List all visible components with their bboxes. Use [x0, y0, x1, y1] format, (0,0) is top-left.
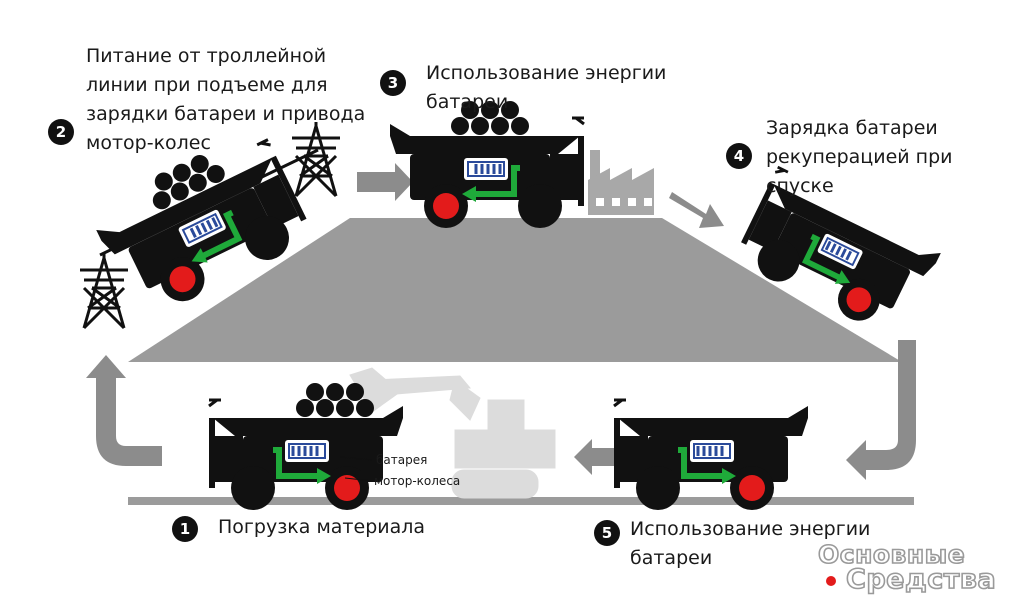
excavator-icon: [349, 367, 556, 499]
haul-truck-icon: [614, 400, 808, 510]
step-5-label: Использование энергии батареи: [630, 518, 871, 569]
step-1-badge: 1: [172, 516, 198, 542]
step-3-label: Использование энергии батареи: [426, 62, 667, 113]
step-2-badge: 2: [48, 119, 74, 145]
battery-callout: батарея: [376, 453, 428, 467]
haul-truck-icon: [390, 101, 584, 228]
factory-icon: [588, 150, 654, 215]
haul-hill: [128, 218, 902, 362]
ground-line: [128, 497, 914, 505]
wheel-motor-callout-line: [344, 477, 373, 482]
step-4-badge: 4: [726, 143, 752, 169]
wheel-motors-callout: мотор-колеса: [374, 474, 461, 488]
logo-line-1: Основные: [817, 539, 966, 570]
logo-dot: [826, 576, 836, 586]
arrow-down-left-icon: [846, 340, 916, 480]
arrow-up-icon: [86, 355, 162, 466]
step-2-label: Питание от троллейной линии при подъеме …: [86, 45, 366, 154]
logo-line-2: Средства: [845, 563, 997, 596]
step-5-badge: 5: [594, 520, 620, 546]
arrow-right-icon: [357, 163, 413, 201]
battery-callout-line: [339, 456, 373, 461]
step-3-badge: 3: [380, 70, 406, 96]
step-4-label: Зарядка батареи рекуперацией при спуске: [766, 117, 953, 197]
arrow-down-right-icon: [669, 192, 724, 228]
step-1-label: Погрузка материала: [218, 516, 426, 538]
power-pylon-icon: [78, 252, 130, 330]
